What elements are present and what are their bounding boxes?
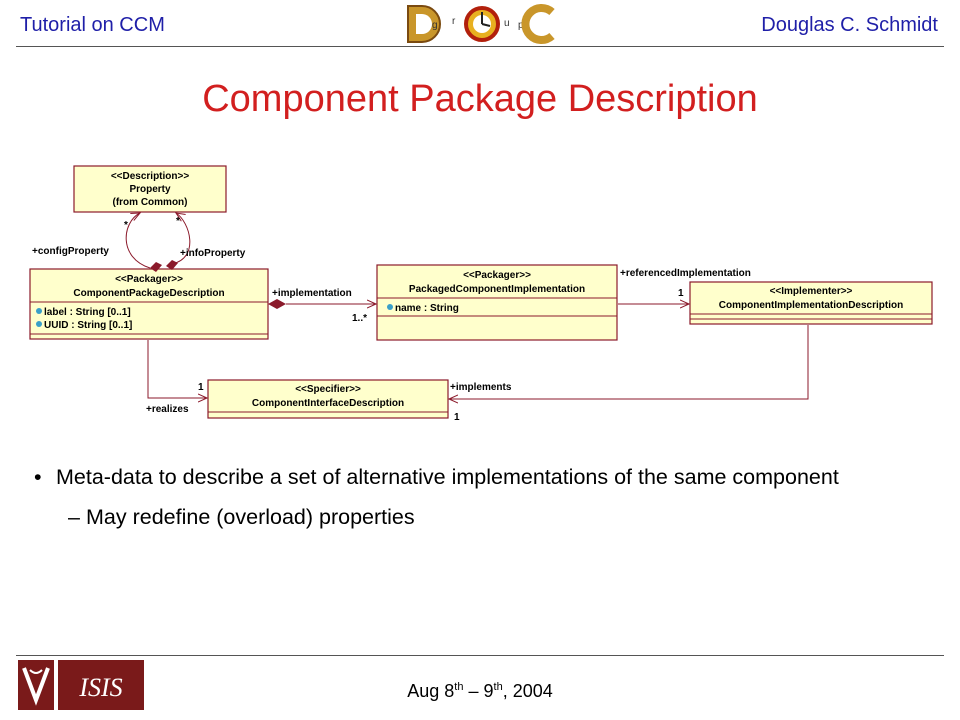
attribute-icon [387,304,393,310]
package-desc-stereotype: <<Packager>> [115,274,183,285]
date-part-2: – 9 [463,681,494,701]
date-sup-1: th [454,681,464,693]
logo-isis-text: ISIS [78,673,122,702]
label-realizes-multiplicity: 1 [198,382,204,393]
label-impl-multiplicity: 1..* [352,313,367,324]
component-implementation-description-box: <<Implementer>> ComponentImplementationD… [689,281,933,325]
property-stereotype: <<Description>> [111,171,190,182]
header-divider [16,46,944,47]
bullet-text-sub: May redefine (overload) properties [86,505,415,529]
component-package-description-box: <<Packager>> ComponentPackageDescription… [29,268,269,340]
packaged-impl-stereotype: <<Packager>> [463,270,531,281]
label-referenced-implementation: +referencedImplementation [620,268,751,279]
svg-text:p: p [518,20,524,31]
footer-date: Aug 8th – 9th, 2004 [0,681,960,702]
bullet-item-sub: – May redefine (overload) properties [34,502,924,532]
label-referenced-multiplicity: 1 [678,288,684,299]
bullet-marker: • [34,465,42,489]
packaged-component-implementation-box: <<Packager>> PackagedComponentImplementa… [376,264,618,341]
bullet-list: • Meta-data to describe a set of alterna… [34,462,924,532]
config-property-association [125,213,151,269]
package-desc-name: ComponentPackageDescription [73,288,224,299]
date-sup-2: th [493,681,503,693]
info-property-association [171,213,191,265]
impl-desc-stereotype: <<Implementer>> [770,286,853,297]
interface-desc-stereotype: <<Specifier>> [295,384,361,395]
impl-desc-name: ComponentImplementationDescription [719,300,903,311]
property-note: (from Common) [113,197,188,208]
implements-association [449,325,809,399]
composition-diamond [268,299,286,309]
realizes-association [147,340,207,398]
slide-title: Component Package Description [202,78,758,120]
package-desc-attr-label: label : String [0..1] [44,307,131,318]
composition-diamond [166,260,178,270]
label-realizes: +realizes [146,404,189,415]
doc-group-logo: g r u p [407,4,555,44]
bullet-text-main: Meta-data to describe a set of alternati… [56,465,839,489]
header-course-title: Tutorial on CCM [20,14,165,36]
svg-text:u: u [504,18,510,29]
package-desc-attr-uuid: UUID : String [0..1] [44,320,132,331]
label-config-property: +configProperty [32,246,109,257]
composition-diamond [150,262,162,272]
vanderbilt-isis-logo: ISIS [18,660,144,710]
label-star-left: * [124,220,128,231]
label-implementation: +implementation [272,288,352,299]
label-implements: +implements [450,382,512,393]
svg-text:r: r [452,16,456,27]
svg-text:g: g [432,20,438,31]
packaged-impl-attr-name: name : String [395,303,459,314]
header-author: Douglas C. Schmidt [761,14,938,36]
sub-bullet-marker: – [68,505,80,529]
bullet-item-main: • Meta-data to describe a set of alterna… [34,462,924,492]
label-star-right: * [176,216,180,227]
footer-divider [16,655,944,656]
interface-desc-name: ComponentInterfaceDescription [252,398,404,409]
attribute-icon [36,321,42,327]
component-interface-description-box: <<Specifier>> ComponentInterfaceDescript… [207,379,449,419]
label-info-property: +infoProperty [180,248,246,259]
property-class-box: <<Description>> Property (from Common) [73,165,227,213]
date-part-3: , 2004 [502,681,553,701]
packaged-impl-name: PackagedComponentImplementation [409,284,585,295]
attribute-icon [36,308,42,314]
date-part-1: Aug 8 [407,681,455,701]
label-implements-multiplicity: 1 [454,412,460,423]
property-name: Property [129,184,171,195]
